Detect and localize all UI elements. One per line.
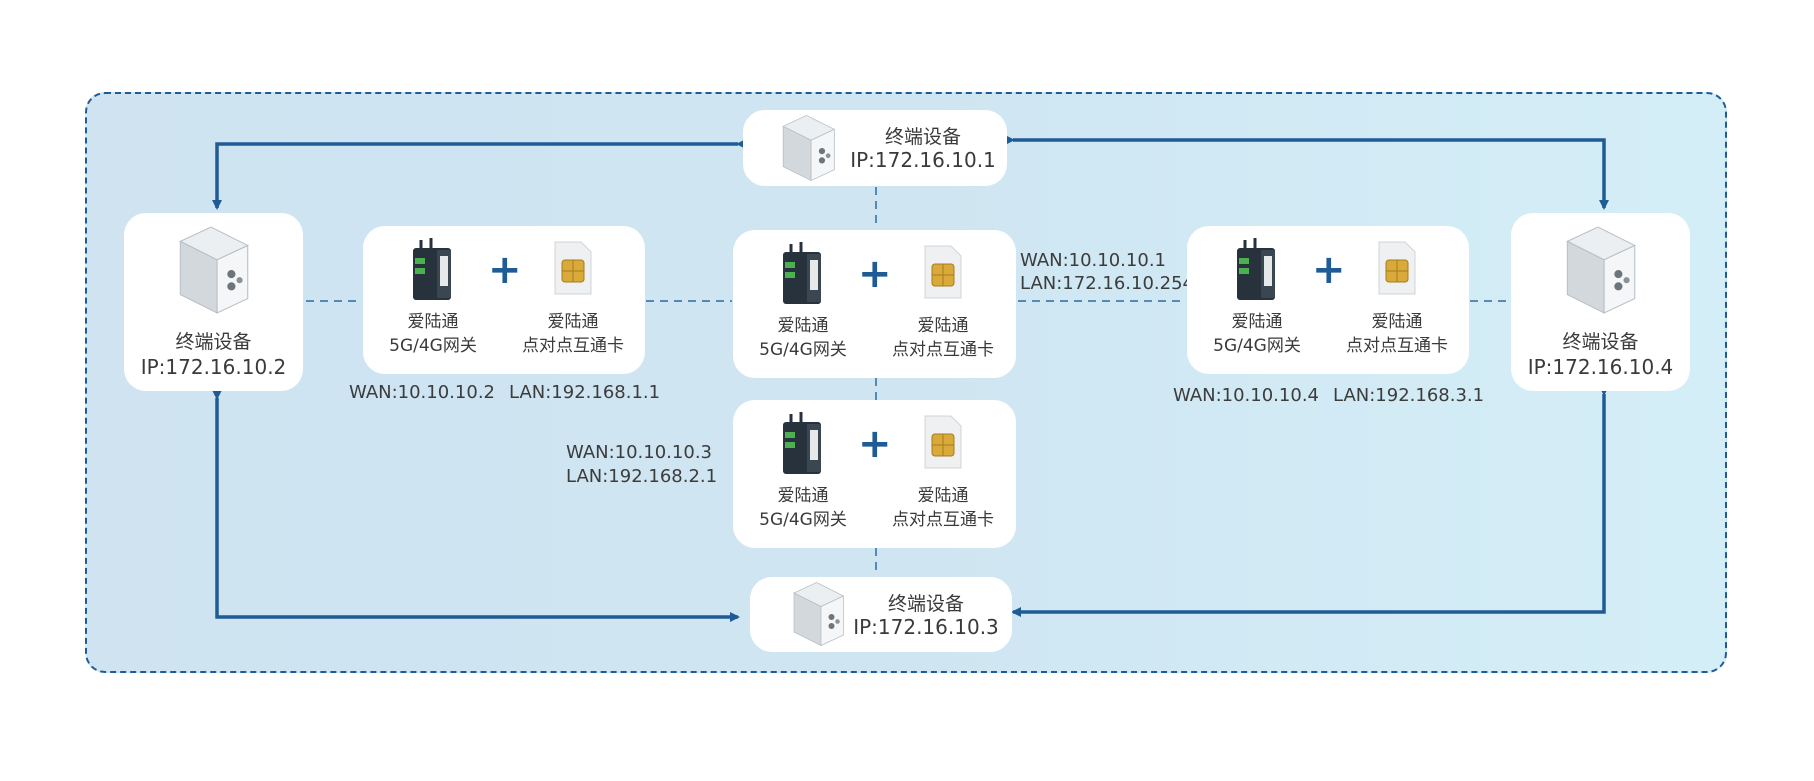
sim-label-brand: 爱陆通 (917, 486, 969, 506)
sim-card-icon (554, 241, 592, 295)
sim-label: 爱陆通点对点互通卡 (878, 484, 1008, 532)
arrow-right-top (1005, 135, 1609, 210)
terminal-device-icon (1566, 226, 1636, 314)
terminal-left-card: 终端设备 IP:172.16.10.2 (124, 213, 303, 391)
dashed-links (306, 187, 1508, 576)
terminal-top-card: 终端设备 IP:172.16.10.1 (743, 110, 1007, 186)
terminal-bottom-ip: IP:172.16.10.3 (853, 615, 999, 639)
node-left-wan: WAN:10.10.10.2 (349, 382, 495, 403)
node-lower-wan: WAN:10.10.10.3 (566, 442, 712, 463)
sim-label: 爱陆通点对点互通卡 (878, 314, 1008, 362)
node-lower-lan: LAN:192.168.2.1 (566, 466, 718, 487)
gateway-label-type: 5G/4G网关 (389, 336, 477, 356)
terminal-right-title: 终端设备 (1562, 331, 1639, 353)
sim-card-icon (924, 415, 962, 469)
gateway-label-type: 5G/4G网关 (759, 340, 847, 360)
terminal-left-ip: IP:172.16.10.2 (140, 355, 287, 379)
node-center-lan: LAN:172.16.10.254 (1020, 273, 1194, 294)
arrow-left-top (212, 139, 746, 210)
gateway-label: 爱陆通 5G/4G网关 (368, 310, 498, 358)
node-right-lan: LAN:192.168.3.1 (1333, 385, 1485, 406)
arrow-right-bottom (1011, 386, 1609, 617)
terminal-left-title: 终端设备 (175, 331, 252, 353)
sim-label-type: 点对点互通卡 (522, 336, 624, 356)
gateway-label: 爱陆通 5G/4G网关 (738, 484, 868, 532)
gateway-device-icon (1237, 238, 1275, 300)
sim-label-brand: 爱陆通 (917, 316, 969, 336)
gateway-device-icon (413, 238, 451, 300)
gateway-label: 爱陆通 5G/4G网关 (1192, 310, 1322, 358)
gateway-node-lower: + 爱陆通 5G/4G网关 爱陆通点对点互通卡 (733, 400, 1016, 548)
plus-sign: + (858, 421, 892, 467)
terminal-top-title: 终端设备 (884, 126, 961, 148)
sim-label: 爱陆通点对点互通卡 (508, 310, 638, 358)
sim-label-brand: 爱陆通 (1371, 312, 1423, 332)
plus-sign: + (488, 247, 522, 293)
sim-card-icon (924, 245, 962, 299)
node-left-lan: LAN:192.168.1.1 (509, 382, 661, 403)
arrow-left-bottom (212, 390, 740, 622)
terminal-right-ip: IP:172.16.10.4 (1527, 355, 1674, 379)
sim-label-type: 点对点互通卡 (1346, 336, 1448, 356)
gateway-node-right: + 爱陆通 5G/4G网关 爱陆通点对点互通卡 (1187, 226, 1469, 374)
terminal-bottom-title: 终端设备 (887, 593, 964, 615)
sim-label-type: 点对点互通卡 (892, 510, 994, 530)
arrow-links (212, 135, 1609, 622)
node-center-wan: WAN:10.10.10.1 (1020, 250, 1166, 271)
gateway-label-type: 5G/4G网关 (1213, 336, 1301, 356)
sim-label: 爱陆通点对点互通卡 (1332, 310, 1462, 358)
terminal-device-icon (782, 115, 836, 182)
gateway-device-icon (783, 412, 821, 474)
gateway-label-brand: 爱陆通 (777, 486, 829, 506)
plus-sign: + (1312, 247, 1346, 293)
sim-label-brand: 爱陆通 (547, 312, 599, 332)
gateway-label-brand: 爱陆通 (777, 316, 829, 336)
sim-card-icon (1378, 241, 1416, 295)
gateway-node-left: + 爱陆通 5G/4G网关 爱陆通点对点互通卡 (363, 226, 645, 374)
gateway-label: 爱陆通 5G/4G网关 (738, 314, 868, 362)
terminal-top-ip: IP:172.16.10.1 (850, 148, 996, 172)
node-right-wan: WAN:10.10.10.4 (1173, 385, 1319, 406)
gateway-node-center: + 爱陆通 5G/4G网关 爱陆通点对点互通卡 (733, 230, 1016, 378)
plus-sign: + (858, 251, 892, 297)
terminal-device-icon (793, 582, 845, 647)
gateway-label-brand: 爱陆通 (1231, 312, 1283, 332)
sim-label-type: 点对点互通卡 (892, 340, 994, 360)
gateway-label-type: 5G/4G网关 (759, 510, 847, 530)
terminal-bottom-card: 终端设备 IP:172.16.10.3 (750, 577, 1012, 652)
terminal-right-card: 终端设备 IP:172.16.10.4 (1511, 213, 1690, 391)
gateway-label-brand: 爱陆通 (407, 312, 459, 332)
terminal-device-icon (179, 226, 249, 314)
gateway-device-icon (783, 242, 821, 304)
